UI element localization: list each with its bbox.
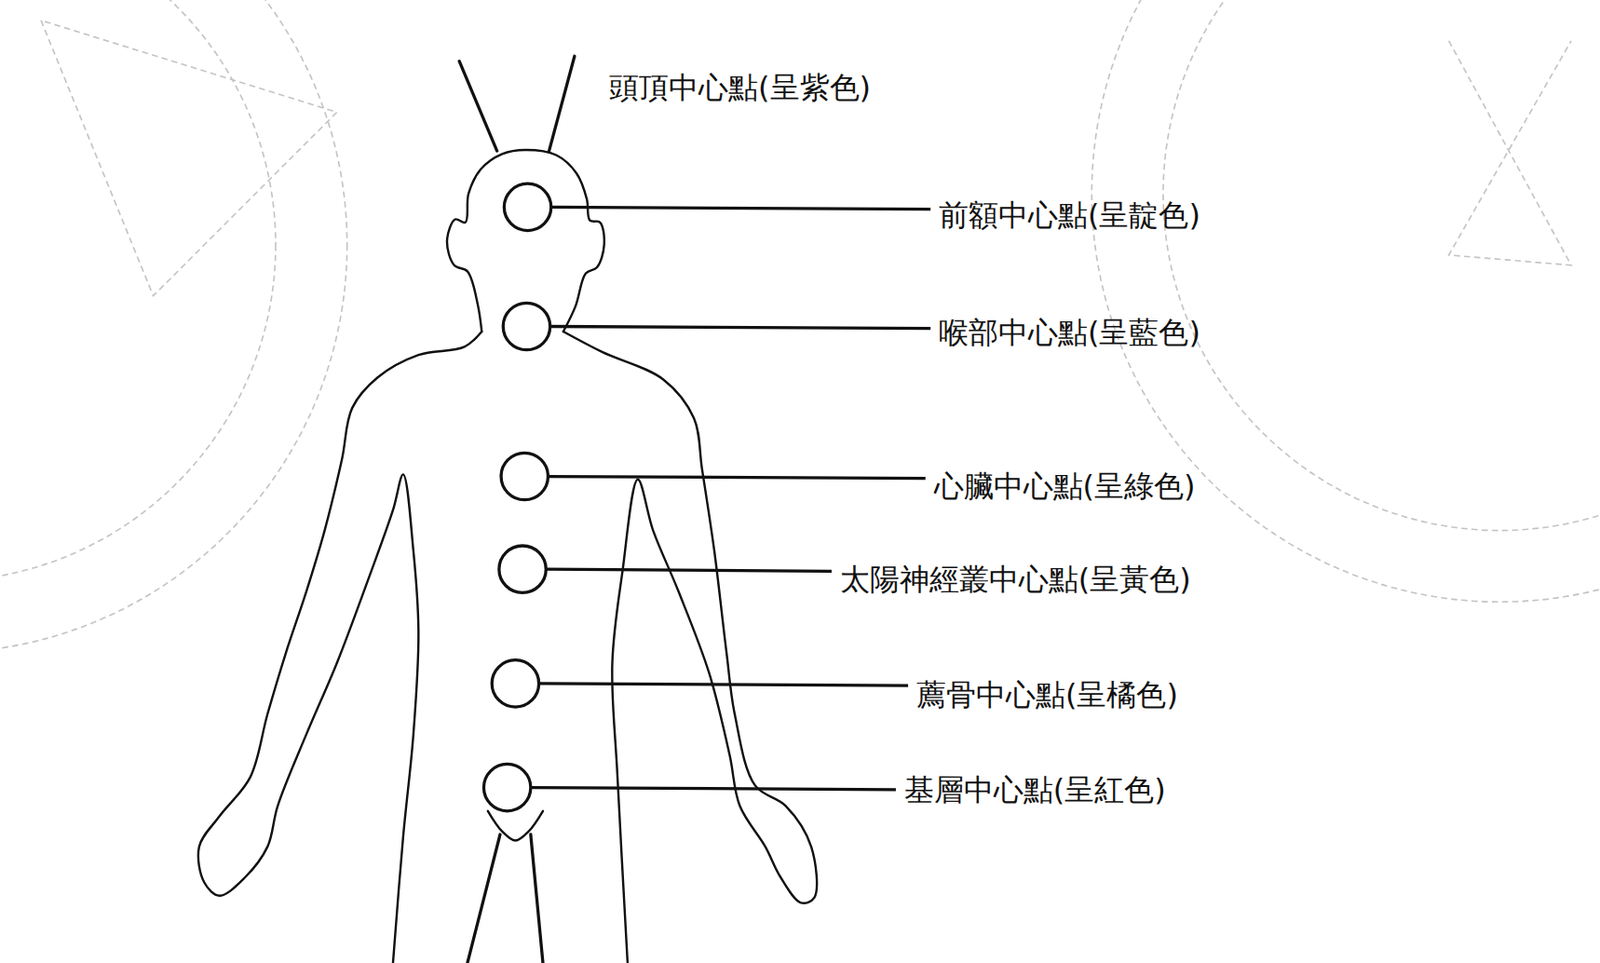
chakra-label: 太陽神經叢中心點(呈黃色) — [840, 564, 1192, 597]
ornament-ring — [0, 0, 276, 582]
body-line — [563, 331, 817, 963]
ornament-ring — [0, 0, 348, 653]
leader-line — [551, 206, 931, 209]
leader-line — [547, 476, 925, 479]
leader-line — [545, 569, 832, 571]
chakra-markers — [483, 183, 931, 812]
ornament-ring — [1163, 0, 1600, 531]
chakra-label: 喉部中心點(呈藍色) — [938, 317, 1201, 351]
body-line — [467, 834, 501, 963]
chakra-label: 薦骨中心點(呈橘色) — [916, 679, 1179, 713]
body-line — [549, 55, 575, 151]
chakra-circle — [483, 763, 530, 811]
chakra-label: 基層中心點(呈紅色) — [904, 774, 1167, 808]
body-line — [530, 834, 543, 963]
leader-line — [550, 326, 932, 329]
chakra-label: 前額中心點(呈靛色) — [938, 200, 1201, 233]
body-line — [488, 811, 543, 841]
chakra-circle — [499, 545, 546, 593]
leader-line — [530, 787, 896, 790]
body-outline — [198, 55, 817, 963]
chakra-circle — [503, 183, 551, 231]
ornament-star — [40, 20, 338, 297]
chakra-circle — [491, 660, 539, 707]
leader-line — [539, 683, 909, 686]
ornament-ring — [1091, 0, 1600, 602]
chakra-label: 頭頂中心點(呈紫色) — [609, 72, 871, 106]
chakra-label: 心臟中心點(呈綠色) — [934, 470, 1196, 503]
ornament-star — [1449, 40, 1572, 266]
chakra-circle — [502, 302, 550, 350]
chakra-circle — [501, 452, 548, 500]
body-line — [198, 331, 482, 963]
background-ornament — [0, 0, 1600, 653]
body-line — [459, 61, 498, 151]
